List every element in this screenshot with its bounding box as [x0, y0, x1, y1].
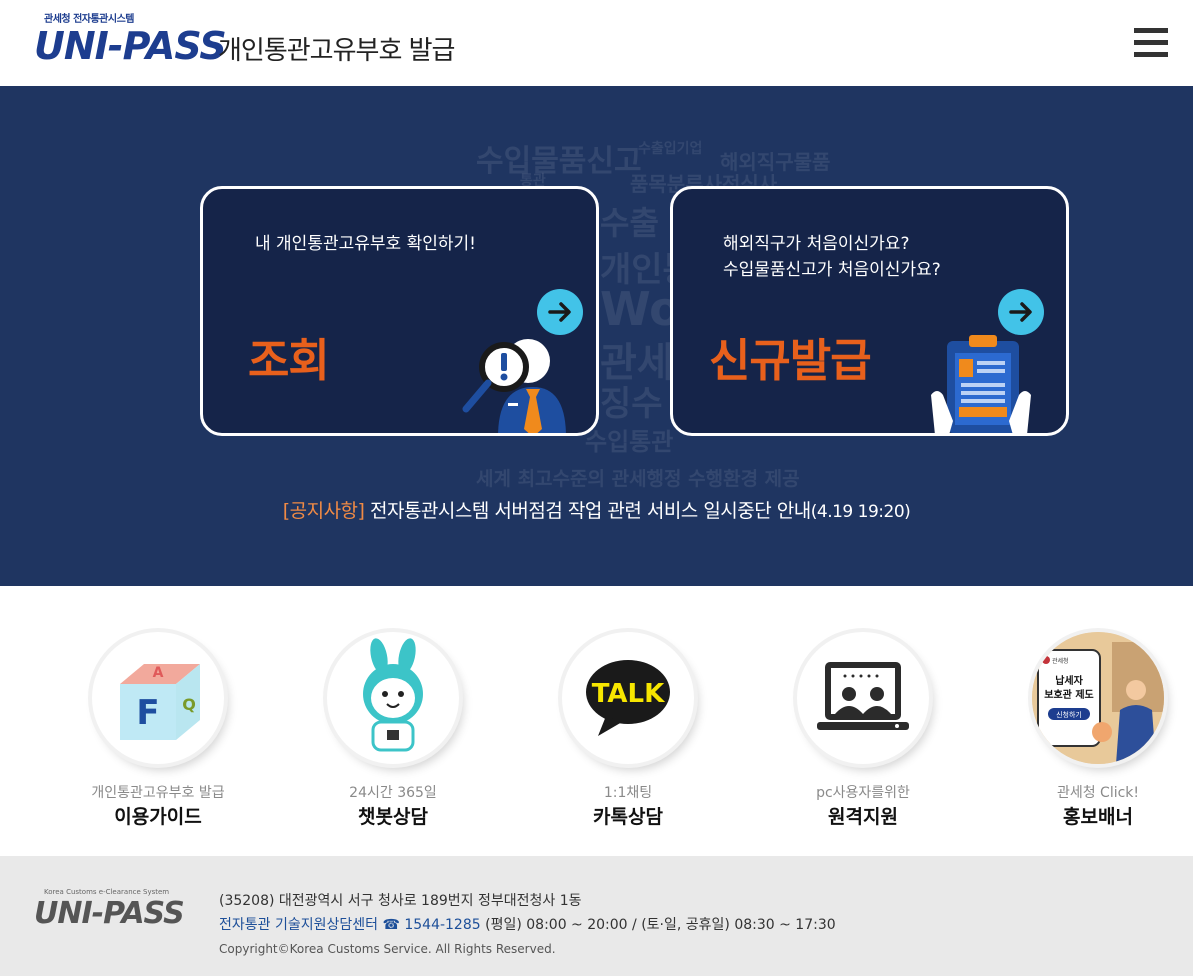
wordcloud-word: 수출입기업 [638, 141, 703, 157]
arrow-right-icon[interactable] [537, 289, 583, 335]
svg-text:A: A [153, 665, 164, 681]
promo-banner-label: 홍보배너 [1063, 806, 1133, 828]
kakaotalk-label: 카톡상담 [593, 806, 663, 828]
wordcloud-word: 세계 최고수준의 관세행정 수행환경 제공 [476, 468, 800, 490]
guide-label: 이용가이드 [114, 806, 202, 828]
chatbot-subtitle: 24시간 365일 [349, 785, 437, 801]
footer-logo-tagline: Korea Customs e-Clearance System [44, 888, 170, 896]
guide-subtitle: 개인통관고유부호 발급 [91, 785, 225, 801]
quick-links: F A Q 개인통관고유부호 발급 이용가이드 24시간 365일 챗봇상담 [0, 586, 1193, 856]
guide-circle: F A Q [92, 632, 224, 764]
footer-contact: 전자통관 기술지원상담센터 ☎ 1544-1285 (평일) 08:00 ~ 2… [219, 913, 836, 937]
footer-hours: (평일) 08:00 ~ 20:00 / (토·일, 공휴일) 08:30 ~ … [480, 917, 836, 933]
chatbot-link[interactable]: 24시간 365일 챗봇상담 [293, 632, 493, 832]
promo-banner-icon: 관세청 납세자 보호관 제도 신청하기 [1032, 632, 1164, 764]
svg-text:F: F [136, 693, 159, 733]
magnifier-person-icon [462, 339, 566, 433]
svg-text:Q: Q [182, 695, 196, 714]
promo-button: 신청하기 [1056, 710, 1082, 719]
wordcloud-word: 수입통관 [585, 428, 674, 456]
remote-support-icon [817, 662, 909, 730]
footer-logo-wordmark: UNI-PASS [34, 896, 185, 931]
header: 관세청 전자통관시스템 UNI-PASS 개인통관고유부호 발급 [0, 0, 1193, 86]
lookup-card[interactable]: 내 개인통관고유부호 확인하기! 조회 [200, 186, 599, 436]
new-issue-card-line2: 수입물품신고가 처음이신가요? [723, 260, 941, 280]
page-title: 개인통관고유부호 발급 [218, 36, 455, 66]
svg-text:TALK: TALK [592, 679, 665, 709]
logo-subtitle: 관세청 전자통관시스템 [44, 14, 134, 25]
remote-support-link[interactable]: pc사용자를위한 원격지원 [763, 632, 963, 832]
wordcloud-word: 해외직구물품 [720, 150, 831, 174]
kakaotalk-icon: TALK [586, 660, 670, 736]
hamburger-menu-icon[interactable] [1134, 28, 1168, 60]
promo-line1: 납세자 [1055, 674, 1083, 687]
new-issue-card[interactable]: 해외직구가 처음이신가요? 수입물품신고가 처음이신가요? 신규발급 [670, 186, 1069, 436]
promo-banner-circle: 관세청 납세자 보호관 제도 신청하기 [1032, 632, 1164, 764]
footer-address: (35208) 대전광역시 서구 청사로 189번지 정부대전청사 1동 [219, 893, 582, 909]
lookup-card-description: 내 개인통관고유부호 확인하기! [255, 234, 476, 254]
wordcloud-word: 수출 [600, 204, 659, 242]
remote-support-circle [797, 632, 929, 764]
guide-link[interactable]: F A Q 개인통관고유부호 발급 이용가이드 [58, 632, 258, 832]
wordcloud-word: 수입물품신고 [476, 144, 642, 179]
kakaotalk-link[interactable]: TALK 1:1채팅 카톡상담 [528, 632, 728, 832]
footer-info: (35208) 대전광역시 서구 청사로 189번지 정부대전청사 1동 전자통… [219, 889, 836, 961]
arrow-right-icon[interactable] [998, 289, 1044, 335]
kakaotalk-subtitle: 1:1채팅 [603, 785, 653, 801]
promo-line2: 보호관 제도 [1044, 688, 1093, 701]
notice-banner[interactable]: [공지사항] 전자통관시스템 서버점검 작업 관련 서비스 일시중단 안내(4.… [0, 496, 1193, 523]
new-issue-card-description: 해외직구가 처음이신가요? 수입물품신고가 처음이신가요? [723, 231, 941, 283]
footer-copyright: Copyright©Korea Customs Service. All Rig… [219, 942, 556, 956]
footer-logo: Korea Customs e-Clearance System UNI-PAS… [34, 888, 185, 934]
promo-banner-subtitle: 관세청 Click! [1056, 785, 1140, 801]
remote-support-subtitle: pc사용자를위한 [816, 785, 910, 801]
lookup-card-title: 조회 [248, 334, 330, 387]
wordcloud-word: 징수 [600, 384, 663, 424]
kakaotalk-circle: TALK [562, 632, 694, 764]
rabbit-chatbot-icon [363, 638, 423, 752]
new-issue-card-line1: 해외직구가 처음이신가요? [723, 234, 910, 254]
chatbot-circle [327, 632, 459, 764]
document-hands-icon [931, 335, 1031, 433]
new-issue-card-title: 신규발급 [709, 334, 872, 387]
promo-banner-link[interactable]: 관세청 납세자 보호관 제도 신청하기 관세청 Click! 홍보배너 [998, 632, 1193, 832]
footer-center[interactable]: 전자통관 기술지원상담센터 ☎ 1544-1285 [219, 917, 481, 933]
logo-wordmark: UNI-PASS [34, 24, 227, 68]
footer: Korea Customs e-Clearance System UNI-PAS… [0, 856, 1193, 976]
promo-org: 관세청 [1052, 657, 1069, 665]
faq-cube-icon: F A Q [120, 664, 200, 740]
notice-tag: [공지사항] [282, 500, 365, 522]
chatbot-label: 챗봇상담 [358, 806, 428, 828]
hero-banner: 수입물품신고 수출입기업 해외직구물품 통관 품목분류사전심사 수출 개인통관 … [0, 86, 1193, 586]
notice-text: 전자통관시스템 서버점검 작업 관련 서비스 일시중단 안내 [364, 500, 811, 522]
notice-date: (4.19 19:20) [810, 502, 911, 522]
remote-support-label: 원격지원 [828, 806, 898, 828]
unipass-logo[interactable]: 관세청 전자통관시스템 UNI-PASS [34, 10, 227, 72]
